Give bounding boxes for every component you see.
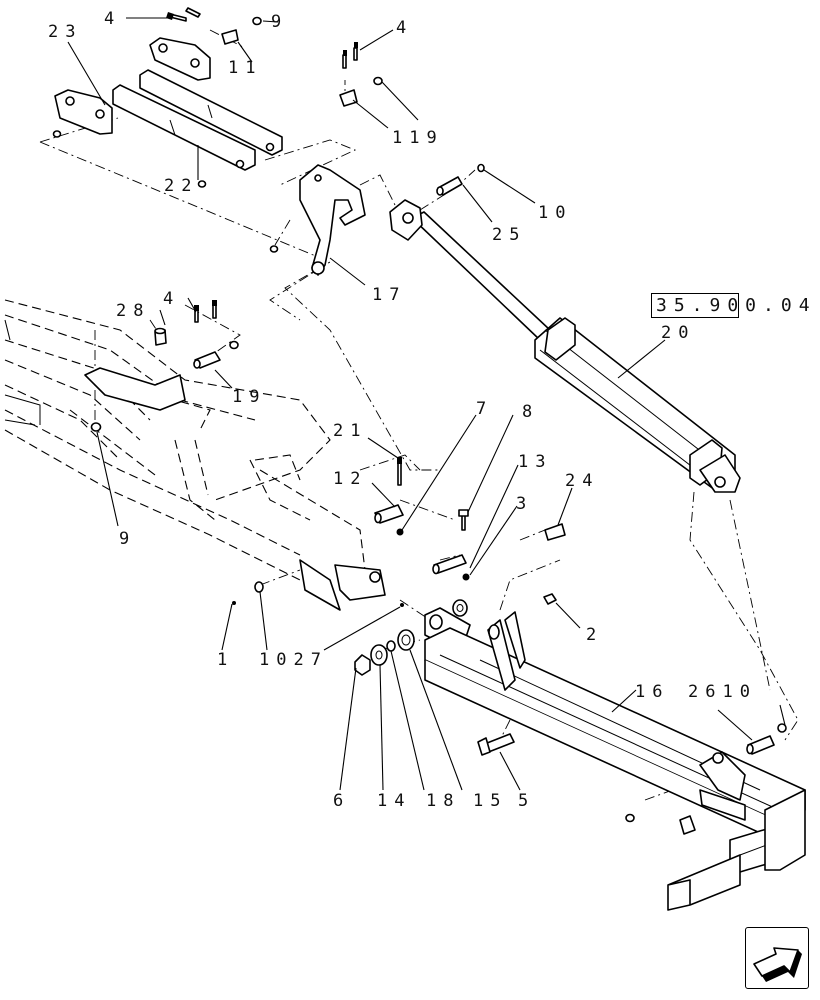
pins-lower (477, 723, 787, 756)
callout-4-right: 4 (396, 18, 413, 38)
callout-labels: 23 4 9 11 4 119 22 10 25 17 20 28 4 19 9… (48, 9, 757, 811)
callout-1027: 1027 (259, 650, 328, 670)
callout-12: 12 (333, 469, 367, 489)
hydraulic-cylinder-20 (389, 199, 741, 493)
callout-15: 15 (473, 791, 507, 811)
callout-3: 3 (516, 494, 533, 514)
washer-stack (354, 629, 415, 676)
callout-20: 20 (661, 323, 695, 343)
frame-left-section (4, 319, 386, 611)
callout-9-top: 9 (271, 12, 288, 32)
reference-number[interactable]: 35.900.04 (656, 295, 817, 316)
top-hardware (52, 7, 383, 253)
callout-23: 23 (48, 22, 82, 42)
callout-13: 13 (518, 452, 552, 472)
callout-18: 18 (426, 791, 460, 811)
callout-22: 22 (164, 176, 198, 196)
callout-2: 2 (586, 625, 603, 645)
pins-and-washers-upper (90, 163, 485, 432)
callout-10-top: 10 (538, 203, 572, 223)
callout-1: 1 (217, 650, 234, 670)
mounting-plate-23 (54, 89, 113, 135)
leader-lines (67, 17, 786, 791)
callout-5: 5 (518, 791, 535, 811)
callout-19: 19 (232, 387, 266, 407)
callout-2610: 2610 (688, 682, 757, 702)
bracket-17 (299, 164, 366, 276)
callout-119: 119 (392, 128, 444, 148)
mounting-plate-upper (149, 37, 211, 81)
callout-11: 11 (228, 58, 262, 78)
callout-21: 21 (333, 421, 367, 441)
callout-28: 28 (116, 301, 150, 321)
callout-24: 24 (565, 471, 599, 491)
callout-25: 25 (492, 225, 526, 245)
callout-4-top: 4 (104, 9, 121, 29)
next-page-arrow-icon (753, 947, 802, 982)
pins-and-washers-middle (232, 457, 566, 607)
callout-7: 7 (476, 399, 493, 419)
callout-16: 16 (635, 682, 669, 702)
callout-4-mid: 4 (163, 289, 180, 309)
callout-8: 8 (522, 402, 539, 422)
reference-box (651, 293, 739, 318)
callout-17: 17 (372, 285, 406, 305)
callout-14: 14 (377, 791, 411, 811)
link-plate-22 (112, 69, 283, 171)
callout-6: 6 (333, 791, 350, 811)
frame-assembly-16 (424, 599, 806, 911)
next-page-button[interactable] (745, 927, 809, 989)
existing-frame-outline (4, 299, 366, 581)
callout-9-left: 9 (119, 529, 136, 549)
